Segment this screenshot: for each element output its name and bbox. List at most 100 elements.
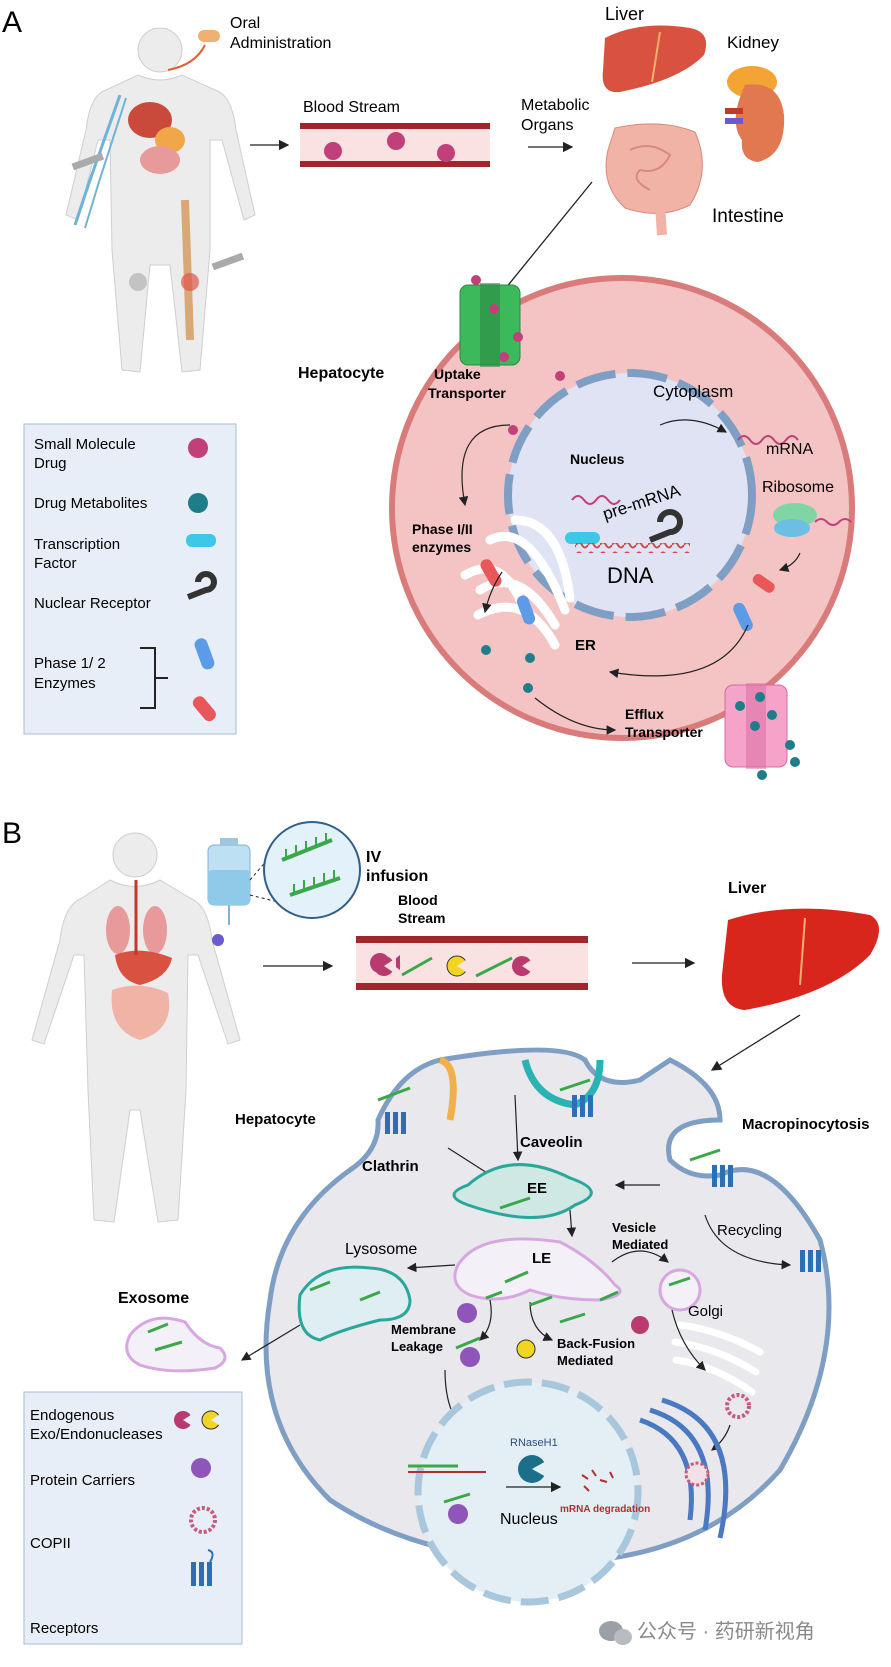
legend-tf-2: Factor <box>34 555 77 572</box>
copii-vesicle-icon <box>725 1393 751 1419</box>
phase-enzymes-label-1: Phase I/II <box>412 521 473 537</box>
wechat-icon <box>599 1621 632 1645</box>
legend-small-molecule-1: Small Molecule <box>34 436 136 453</box>
arrow-drug-to-er <box>458 424 511 507</box>
kidney-label: Kidney <box>727 33 779 52</box>
vesicle-label-1: Vesicle <box>612 1220 656 1235</box>
efflux-label-1: Efflux <box>625 706 664 722</box>
pre-mrna-strand-icon <box>571 495 621 505</box>
iv-label-1: IV <box>366 849 381 866</box>
panel-a-letter: A <box>2 6 22 39</box>
arrow-liver-to-cell-b <box>710 1014 801 1071</box>
arrow-er-metabolize <box>482 571 503 614</box>
legend-phase12-2: Enzymes <box>34 675 96 692</box>
oral-label-1: Oral <box>230 15 260 32</box>
iv-label-2: infusion <box>366 868 428 885</box>
efflux-label-2: Transporter <box>625 724 703 740</box>
arrow-ribosome-to-enzyme <box>778 552 801 572</box>
caveolin-receptor-icon <box>559 1078 593 1117</box>
metabolite-dot <box>525 653 535 663</box>
mrna-degradation-label: mRNA degradation <box>560 1504 650 1515</box>
recycled-receptor-icon <box>800 1250 821 1272</box>
clathrin-coat-icon <box>438 1056 457 1121</box>
ribosome-label: Ribosome <box>762 479 834 496</box>
uptake-label-1: Uptake <box>434 366 481 382</box>
arrow-ee-to-le <box>566 1209 577 1238</box>
legend-b <box>23 1391 243 1645</box>
macropinocytosis-label: Macropinocytosis <box>742 1116 870 1133</box>
arrow-caveolin-to-ee <box>512 1094 523 1162</box>
protein-carrier-nucleus-icon <box>448 1504 468 1524</box>
arrow-vesicle-to-golgi <box>671 1309 706 1371</box>
exosome-label: Exosome <box>118 1290 189 1307</box>
legend-copii: COPII <box>30 1535 71 1552</box>
vesicle-label-2: Mediated <box>612 1237 668 1252</box>
exonuclease-magenta-icon <box>631 1316 649 1334</box>
arrow-le-to-vesicle <box>611 1250 669 1263</box>
arrow-nucleus-to-mrna <box>659 419 728 433</box>
legend-nuclear-receptor: Nuclear Receptor <box>34 595 151 612</box>
arrow-golgi-to-er <box>711 1424 731 1451</box>
er-label: ER <box>575 637 596 654</box>
arrow-metabolite-to-efflux <box>534 697 617 735</box>
copii-on-er-icon <box>684 1461 710 1487</box>
metabolic-label-1: Metabolic <box>521 97 589 114</box>
le-label: LE <box>532 1250 551 1267</box>
aso-molecules <box>147 1196 691 1504</box>
er-enzyme-red-icon <box>480 559 502 587</box>
translated-mrna-icon <box>814 518 852 526</box>
receptor-on-dna-icon <box>648 509 683 543</box>
metabolite-dot <box>523 683 533 693</box>
hepatocyte-label-b: Hepatocyte <box>235 1111 316 1128</box>
legend-phase12-1: Phase 1/ 2 <box>34 655 106 672</box>
rough-er-icon <box>639 1397 729 1539</box>
nucleus-b-label: Nucleus <box>500 1511 558 1528</box>
iv-bag-icon <box>207 838 291 946</box>
clathrin-label: Clathrin <box>362 1158 419 1175</box>
metabolic-label-2: Organs <box>521 117 573 134</box>
hepatocyte-cell-a <box>389 275 855 741</box>
lysosome-label: Lysosome <box>345 1241 417 1258</box>
phase-enzymes-label-2: enzymes <box>412 539 471 555</box>
dna-label: DNA <box>607 563 654 588</box>
nucleus-label-a: Nucleus <box>570 451 625 467</box>
tf-on-dna-icon <box>565 532 600 544</box>
protein-carrier-le-icon <box>457 1303 477 1323</box>
mrna-label: mRNA <box>766 441 813 458</box>
new-enzyme-red-icon <box>752 573 775 593</box>
ribosome-lower-icon <box>774 519 810 537</box>
organs-a <box>602 25 785 236</box>
legend-metabolites: Drug Metabolites <box>34 495 147 512</box>
endonuclease-yellow-icon <box>516 1339 536 1359</box>
legend-receptors: Receptors <box>30 1620 98 1637</box>
legend-carriers: Protein Carriers <box>30 1472 135 1489</box>
arrow-back-fusion <box>529 1301 554 1341</box>
watermark-text: 公众号 · 药研新视角 <box>637 1620 815 1643</box>
er-enzyme-blue-icon <box>516 595 536 625</box>
arrow-le-leakage <box>479 1299 492 1341</box>
caveolin-label: Caveolin <box>520 1134 583 1151</box>
protein-carrier-leak-icon <box>460 1347 480 1367</box>
mrna-fragments-icon <box>581 1469 614 1492</box>
intestine-label: Intestine <box>712 206 784 227</box>
blood-b-label-1: Blood <box>398 892 438 908</box>
legend-a <box>23 423 237 735</box>
arrow-le-to-lysosome <box>406 1262 456 1273</box>
liver-b-icon <box>721 908 879 1010</box>
arrow-recycling <box>704 1214 792 1270</box>
cytoplasm-label: Cytoplasm <box>653 382 733 401</box>
legend-nucleases-1: Endogenous <box>30 1407 114 1424</box>
human-body-b <box>31 832 241 1223</box>
nucleus-b <box>414 1378 642 1606</box>
legend-tf-1: Transcription <box>34 536 120 553</box>
uptake-transporter <box>459 275 565 435</box>
blood-b-label-2: Stream <box>398 910 445 926</box>
efflux-transporter <box>724 683 800 780</box>
early-endosome <box>452 1163 593 1219</box>
blood-stream-b <box>356 936 588 990</box>
recycling-label: Recycling <box>717 1222 782 1239</box>
ee-label: EE <box>527 1180 547 1197</box>
uptake-label-2: Transporter <box>428 385 506 401</box>
blood-stream-a-label: Blood Stream <box>303 99 400 116</box>
